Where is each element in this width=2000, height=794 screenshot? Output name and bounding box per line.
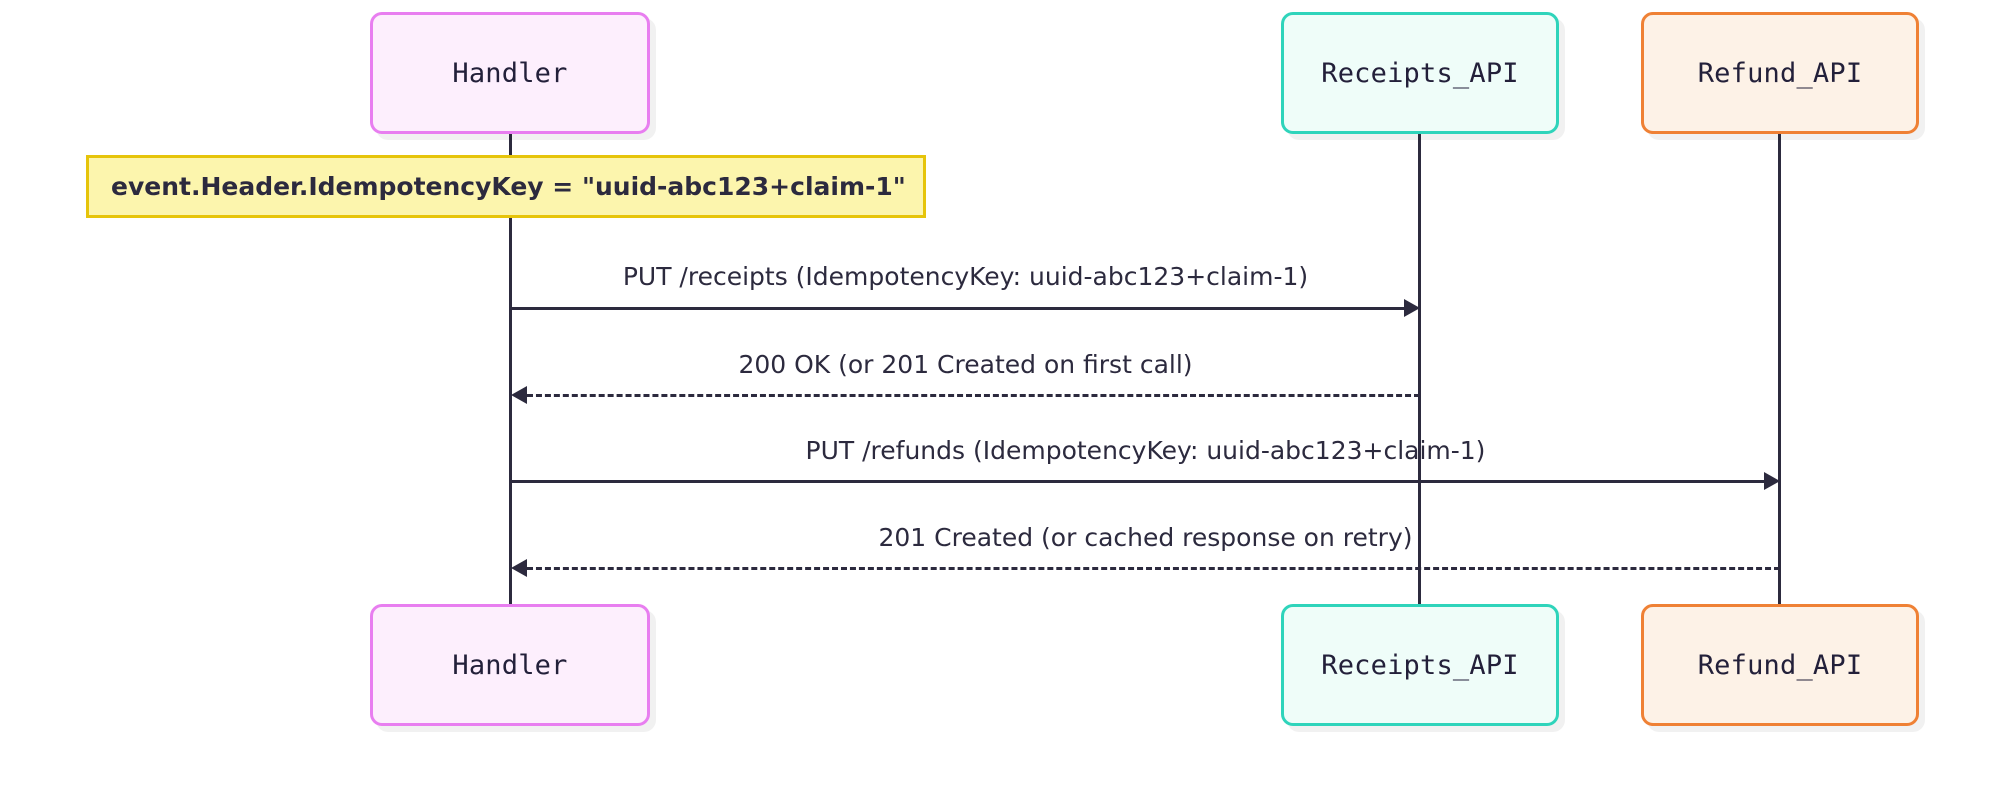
lifeline-handler — [509, 134, 512, 604]
message-3-label: PUT /refunds (IdempotencyKey: uuid-abc12… — [805, 436, 1486, 465]
participant-handler-bottom[interactable]: Handler — [370, 604, 650, 726]
participant-refund-api-bottom-label: Refund_API — [1697, 649, 1863, 681]
message-1-arrowhead — [1404, 299, 1420, 317]
participant-receipts-api-bottom[interactable]: Receipts_API — [1281, 604, 1559, 726]
participant-handler-bottom-label: Handler — [452, 649, 568, 681]
participant-handler-top[interactable]: Handler — [370, 12, 650, 134]
participant-refund-api-top[interactable]: Refund_API — [1641, 12, 1919, 134]
message-2-line — [527, 394, 1420, 397]
message-3-arrowhead — [1764, 472, 1780, 490]
message-4-arrowhead — [511, 559, 527, 577]
message-3-line — [511, 480, 1765, 483]
participant-refund-api-bottom[interactable]: Refund_API — [1641, 604, 1919, 726]
message-4-line — [527, 567, 1780, 570]
participant-receipts-api-bottom-label: Receipts_API — [1321, 649, 1519, 681]
note-text: event.Header.IdempotencyKey = "uuid-abc1… — [111, 172, 906, 201]
participant-receipts-api-top[interactable]: Receipts_API — [1281, 12, 1559, 134]
lifeline-receipts-api — [1418, 134, 1421, 604]
message-1-label: PUT /receipts (IdempotencyKey: uuid-abc1… — [622, 262, 1309, 291]
message-2-label: 200 OK (or 201 Created on first call) — [738, 350, 1193, 379]
message-2-arrowhead — [511, 386, 527, 404]
participant-receipts-api-top-label: Receipts_API — [1321, 57, 1519, 89]
note-idempotency-key: event.Header.IdempotencyKey = "uuid-abc1… — [86, 155, 926, 218]
message-4-label: 201 Created (or cached response on retry… — [878, 523, 1413, 552]
lifeline-refund-api — [1778, 134, 1781, 604]
participant-handler-top-label: Handler — [452, 57, 568, 89]
message-1-line — [511, 307, 1405, 310]
participant-refund-api-top-label: Refund_API — [1697, 57, 1863, 89]
